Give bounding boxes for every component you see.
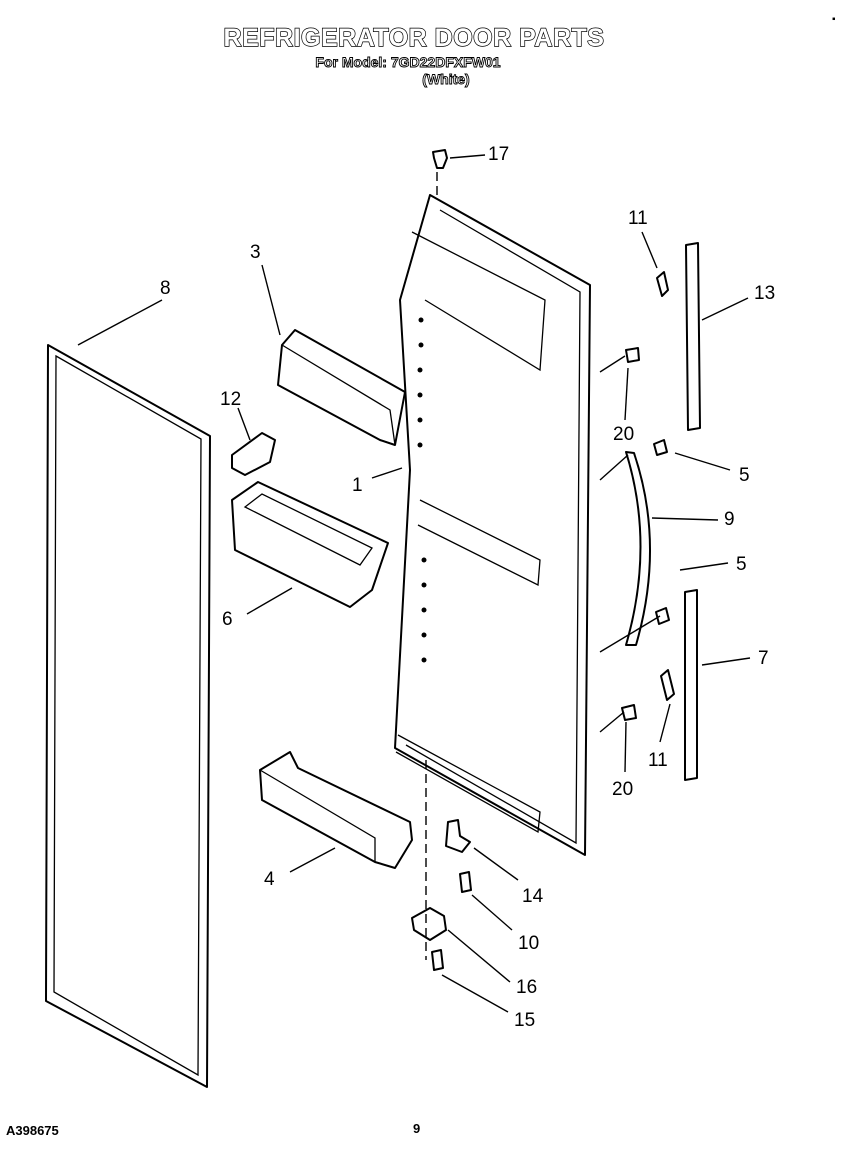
page-number: 9 [413, 1121, 421, 1136]
callout-8: 8 [160, 278, 171, 299]
part-5-lower-screw[interactable] [655, 607, 670, 625]
part-13-upper-trim[interactable] [685, 242, 701, 431]
model-line: For Model: 7GD22DFXFW01 [315, 54, 501, 71]
part-6-door-bin[interactable] [231, 481, 389, 608]
callout-13: 13 [754, 283, 775, 304]
callout-12: 12 [220, 389, 241, 410]
part-9-handle[interactable] [625, 451, 651, 646]
part-10-screw[interactable] [459, 871, 472, 893]
part-7-lower-trim[interactable] [684, 589, 698, 781]
callout-9: 9 [724, 509, 735, 530]
diagram-code: A398675 [6, 1123, 59, 1138]
part-11-upper-clip[interactable] [656, 271, 669, 297]
color-variant: (White) [422, 71, 470, 88]
part-5-upper-screw[interactable] [653, 439, 668, 456]
page-title: REFRIGERATOR DOOR PARTS [223, 23, 605, 52]
part-15-screw[interactable] [431, 949, 444, 971]
liner-peg-holes [417, 317, 427, 663]
callout-16: 16 [516, 977, 537, 998]
part-1-door-liner[interactable] [394, 194, 591, 856]
part-11-lower-clip[interactable] [660, 669, 675, 701]
callout-11-lower: 11 [648, 750, 668, 771]
callout-leaders [77, 154, 751, 1013]
part-16-hinge-bracket[interactable] [411, 907, 447, 941]
callout-5-lower: 5 [736, 554, 747, 575]
part-20-lower-screw[interactable] [621, 704, 637, 721]
callout-14: 14 [522, 886, 544, 907]
part-17-plug[interactable] [432, 149, 448, 169]
callout-11-upper: 11 [628, 208, 648, 229]
callout-20-upper: 20 [613, 424, 634, 445]
part-4-lower-bin[interactable] [259, 751, 413, 869]
callout-20-lower: 20 [612, 779, 633, 800]
part-12-clip[interactable] [231, 432, 276, 476]
callout-3: 3 [250, 242, 261, 263]
callout-10: 10 [518, 933, 539, 954]
part-3-upper-cover[interactable] [277, 329, 406, 446]
callout-numbers: 17 3 8 11 13 12 20 5 1 9 6 5 7 11 20 4 1… [160, 144, 775, 1031]
callout-15: 15 [514, 1010, 535, 1031]
part-20-upper-screw[interactable] [625, 347, 640, 363]
callout-17: 17 [488, 144, 509, 165]
part-8-door-gasket[interactable] [45, 344, 211, 1088]
callout-1: 1 [352, 475, 363, 496]
callout-6: 6 [222, 609, 233, 630]
corner-mark: ▪ [832, 14, 836, 25]
callout-5-upper: 5 [739, 465, 750, 486]
part-14-hinge-pin[interactable] [445, 819, 471, 853]
callout-4: 4 [264, 869, 275, 890]
callout-7: 7 [758, 648, 769, 669]
alignment-lines [425, 172, 661, 960]
